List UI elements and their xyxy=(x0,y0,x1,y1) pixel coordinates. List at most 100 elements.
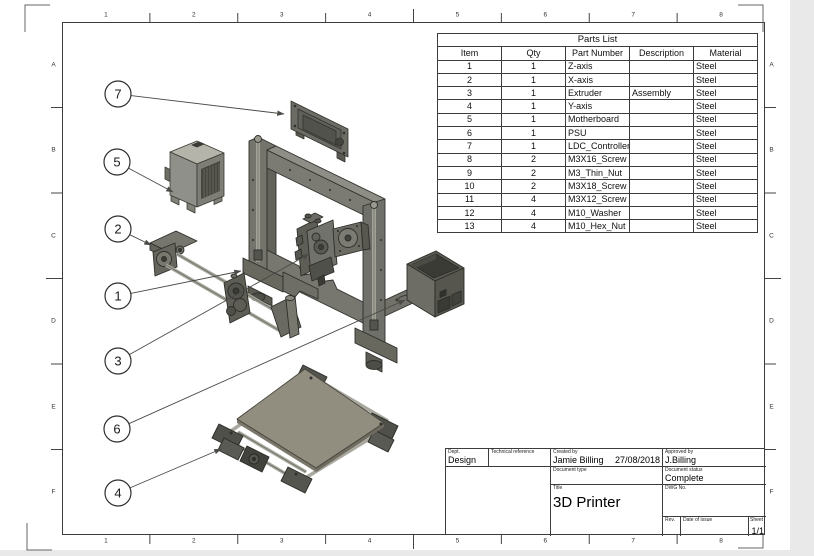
parts-list-cell: X-axis xyxy=(565,72,630,88)
parts-list-cell xyxy=(629,219,694,234)
parts-list-cell: 2 xyxy=(437,72,502,88)
parts-list-cell: M3X18_Screw xyxy=(565,179,630,194)
parts-list-cell xyxy=(629,205,694,221)
parts-list-cell xyxy=(629,139,694,154)
parts-list-cell: 12 xyxy=(437,205,502,221)
parts-list-cell xyxy=(629,179,694,194)
parts-list-cell: 11 xyxy=(437,192,502,207)
parts-list-cell: Steel xyxy=(693,112,758,128)
parts-list-cell: 4 xyxy=(501,205,566,221)
technical-reference-label: Technical reference xyxy=(491,449,535,455)
document-status-label: Document status xyxy=(665,467,703,473)
rev-label: Rev. xyxy=(665,517,675,523)
balloon-number-item-5: 5 xyxy=(113,155,120,170)
balloon-number-item-3: 3 xyxy=(114,354,121,369)
title-block-document-type-cell: Document type xyxy=(551,467,663,485)
title-block-document-status-cell: Document status Complete xyxy=(663,467,766,485)
title-block: Dept. Design Technical reference Created… xyxy=(445,448,766,536)
balloon-number-item-7: 7 xyxy=(114,87,121,102)
grid-column-label-top: 5 xyxy=(455,11,460,19)
corner-trim-marks xyxy=(24,4,764,551)
parts-list-cell: Steel xyxy=(693,139,758,154)
parts-list-cell: 1 xyxy=(501,86,566,101)
grid-row-label-left: D xyxy=(51,317,56,325)
parts-list-cell: M10_Washer xyxy=(565,205,630,221)
title-block-rev-cell: Rev. xyxy=(663,517,681,536)
title-block-approved-by-cell: Approved by J.Billing xyxy=(663,449,766,467)
motherboard-part xyxy=(164,140,225,214)
grid-row-label-right: E xyxy=(769,403,774,411)
sheet-value: 1/1 xyxy=(751,525,764,536)
parts-list-cell: 1 xyxy=(437,59,502,74)
grid-ticks xyxy=(46,9,781,549)
parts-list-cell: Steel xyxy=(693,59,758,74)
grid-column-label-bottom: 1 xyxy=(104,537,108,545)
title-block-technical-reference-cell: Technical reference xyxy=(489,449,551,467)
parts-list-cell: 7 xyxy=(437,139,502,154)
grid-column-label-top: 2 xyxy=(192,11,196,19)
grid-row-label-left: C xyxy=(51,232,56,240)
grid-column-label-bottom: 8 xyxy=(719,537,723,545)
created-date-value: 27/08/2018 xyxy=(614,454,660,465)
grid-column-label-bottom: 3 xyxy=(279,537,284,545)
parts-list-cell xyxy=(629,59,694,74)
leader-line-item-2 xyxy=(129,234,152,246)
parts-list-cell: 2 xyxy=(501,179,566,194)
parts-list-cell: 8 xyxy=(437,152,502,167)
grid-column-label-bottom: 6 xyxy=(543,537,548,545)
title-block-sheet-cell: Sheet 1/1 xyxy=(749,517,766,536)
drawing-border xyxy=(62,22,765,535)
grid-column-label-top: 3 xyxy=(279,11,284,19)
dwg-no-label: DWG No. xyxy=(665,485,687,491)
grid-row-label-left: A xyxy=(51,61,56,69)
y-axis-part xyxy=(211,364,399,494)
leader-line-item-5 xyxy=(128,167,174,193)
created-by-label: Created by xyxy=(553,449,578,455)
x-axis-part xyxy=(149,230,302,339)
parts-list-title: Parts List xyxy=(437,32,758,48)
balloon-leader-lines xyxy=(128,95,406,489)
title-block-title-cell: Title 3D Printer xyxy=(551,485,663,536)
parts-list-cell: Y-axis xyxy=(565,99,630,114)
grid-row-label-right: A xyxy=(769,61,774,69)
grid-column-label-bottom: 7 xyxy=(631,537,635,545)
grid-row-label-right: F xyxy=(769,488,774,496)
grid-row-label-right: C xyxy=(769,232,774,240)
parts-list-cell: 13 xyxy=(437,219,502,234)
parts-list-cell: 4 xyxy=(437,99,502,114)
grid-row-label-left: B xyxy=(51,146,56,154)
sheet-label: Sheet xyxy=(750,517,764,523)
parts-list-cell: 5 xyxy=(437,112,502,128)
parts-list-cell xyxy=(629,192,694,207)
parts-list-cell: M10_Hex_Nut xyxy=(565,219,630,234)
parts-list-cell: Steel xyxy=(693,219,758,234)
balloon-circle-item-4 xyxy=(104,479,132,507)
parts-list-cell: PSU xyxy=(565,126,630,141)
grid-column-label-top: 8 xyxy=(719,11,723,19)
leader-line-item-1 xyxy=(130,269,242,294)
parts-list-cell xyxy=(629,126,694,141)
psu-part xyxy=(395,250,465,318)
balloon-number-item-2: 2 xyxy=(114,222,121,237)
parts-list-cell: Motherboard xyxy=(565,112,630,128)
parts-list-cell xyxy=(629,165,694,181)
parts-list-cell: Steel xyxy=(693,72,758,88)
document-type-label: Document type xyxy=(553,467,587,473)
parts-list-cell: Steel xyxy=(693,86,758,101)
parts-list-cell: 1 xyxy=(501,59,566,74)
parts-list-cell: M3X12_Screw xyxy=(565,192,630,207)
created-by-value: Jamie Billing xyxy=(553,454,604,465)
title-block-dwg-no-cell: DWG No. xyxy=(663,485,766,517)
parts-list-cell: 1 xyxy=(501,72,566,88)
balloon-number-item-1: 1 xyxy=(114,289,121,304)
